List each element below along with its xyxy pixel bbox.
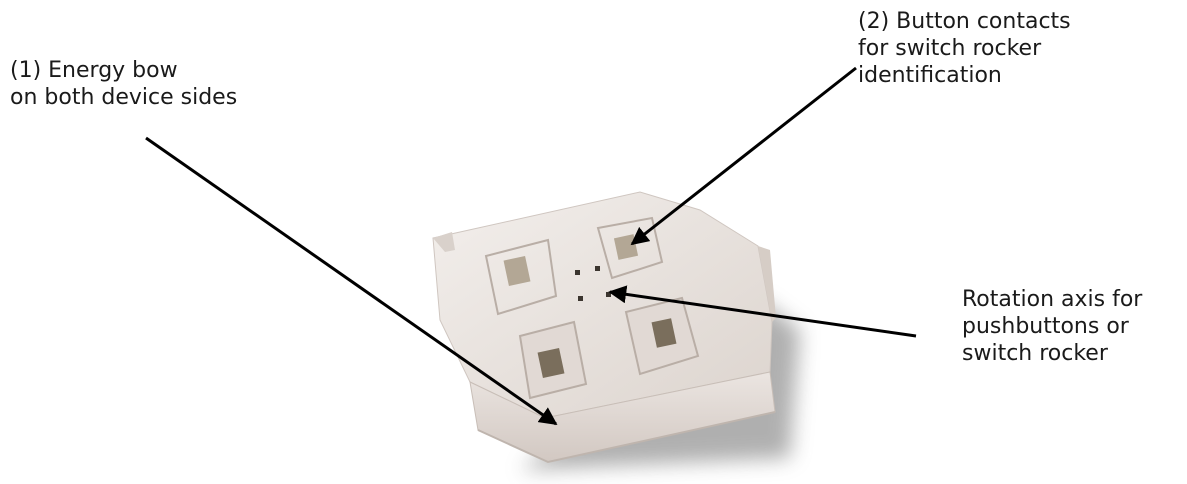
rotation-axis-hole [578,296,583,301]
rotation-axis-label-line: Rotation axis for [962,286,1142,313]
rotation-axis-label-line: switch rocker [962,340,1142,367]
rotation-axis-label-line: pushbuttons or [962,313,1142,340]
button-contacts-arrow [632,68,856,244]
button-contacts-label-line: (2) Button contacts [858,8,1071,35]
button-contacts-label-line: for switch rocker [858,35,1071,62]
button-contacts-label: (2) Button contacts for switch rocker id… [858,8,1071,89]
rotation-axis-label: Rotation axis for pushbuttons or switch … [962,286,1142,367]
button-contacts-label-line: identification [858,62,1071,89]
energy-bow-label-line: on both device sides [10,84,237,111]
rotation-axis-hole [575,270,580,275]
energy-bow-label: (1) Energy bow on both device sides [10,57,237,111]
rotation-axis-hole [595,266,600,271]
energy-bow-label-line: (1) Energy bow [10,57,237,84]
